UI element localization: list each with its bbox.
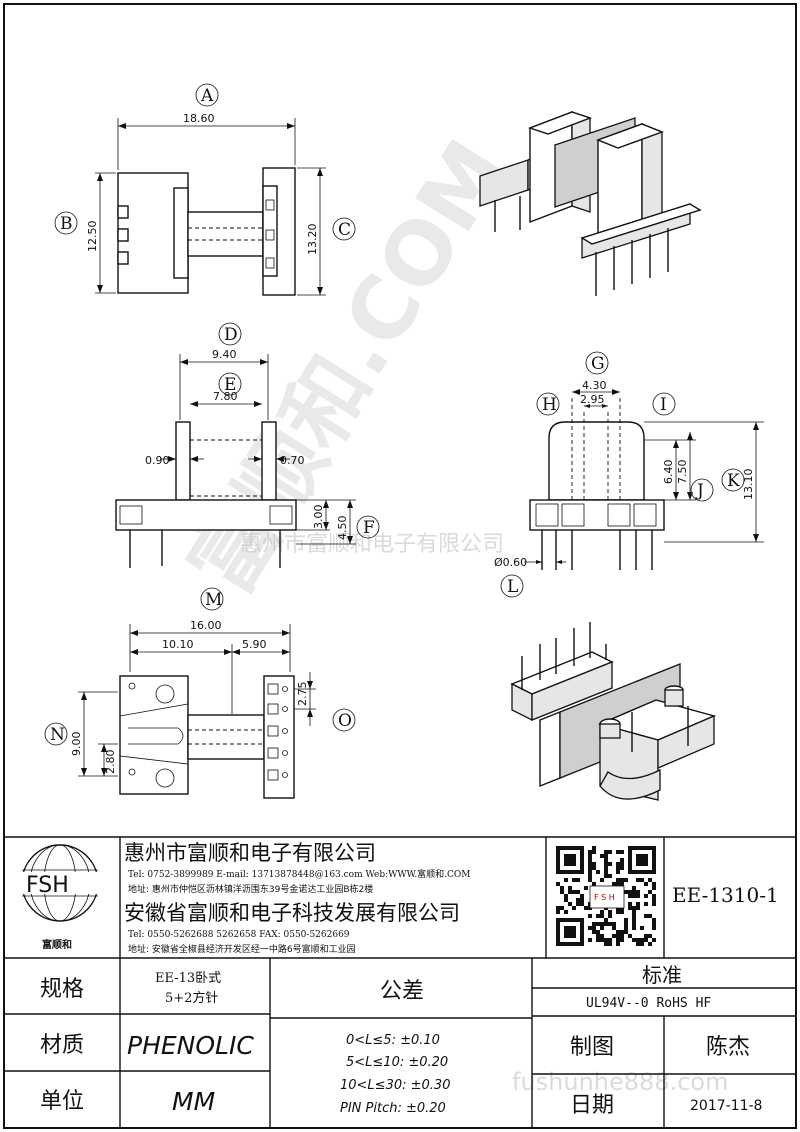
spec-line-2: 5+2方针 — [165, 990, 218, 1006]
material-label: 材质 — [40, 1033, 84, 1058]
dim-j-value: 6.40 — [662, 460, 675, 485]
unit-value: MM — [172, 1087, 215, 1116]
tolerance-4: PIN Pitch: ±0.20 — [340, 1101, 446, 1116]
logo-caption: 富顺和 — [42, 938, 72, 951]
label-h: H — [542, 395, 557, 415]
dim-n-value: 9.00 — [70, 732, 83, 757]
label-i: I — [660, 395, 667, 415]
dim-k-value: 13.10 — [742, 469, 755, 501]
label-o: O — [338, 711, 352, 731]
watermark-url: fushunhe888.com — [512, 1068, 728, 1096]
drawn-value: 陈杰 — [706, 1035, 750, 1060]
label-m: M — [205, 590, 222, 610]
dim-b-value: 12.50 — [86, 221, 99, 253]
title-block: FSH 富顺和 惠州市富顺和电子有限公司 Tel: 0752-3899989 E… — [4, 836, 796, 1128]
tolerance-1: 0<L≤5: ±0.10 — [346, 1033, 440, 1048]
dim-n2-value: 2.80 — [104, 750, 117, 775]
dim-left-wall: 0.90 — [145, 454, 170, 467]
tolerance-label: 公差 — [380, 979, 424, 1004]
front-view: 9.40 D 7.80 E 0.90 0.70 3.00 4.50 F — [115, 322, 380, 568]
iso-view-top — [479, 110, 702, 296]
label-j: J — [695, 481, 704, 501]
address-line-2: 地址: 安徽省全椒县经济开发区经一中路6号富顺和工业园 — [128, 943, 356, 955]
address-line-1: 地址: 惠州市仲恺区沥林镇洋沥围东39号金诺达工业园B栋2楼 — [128, 883, 373, 895]
company-name-2: 安徽省富顺和电子科技发展有限公司 — [124, 901, 460, 925]
iso-view-bottom — [510, 622, 717, 801]
spec-label: 规格 — [40, 977, 84, 1002]
dim-g2-value: 2.95 — [580, 393, 605, 406]
label-k: K — [727, 471, 740, 491]
company-logo: FSH 富顺和 — [14, 844, 106, 951]
standard-value: UL94V--0 RoHS HF — [586, 996, 711, 1011]
material-value: PHENOLIC — [127, 1031, 254, 1060]
drawn-label: 制图 — [570, 1035, 614, 1060]
dim-d-value: 9.40 — [212, 348, 237, 361]
dim-m2-value: 5.90 — [242, 638, 267, 651]
contact-line-1: Tel: 0752-3899989 E-mail: 13713878448@16… — [128, 868, 471, 880]
label-d: D — [224, 325, 238, 345]
side-view: 4.30 2.95 G H I 6.40 7.50 J 13.10 K — [494, 351, 764, 598]
dim-o-value: 2.75 — [296, 682, 309, 707]
top-view: 18.60 A 12.50 B 13.20 C — [54, 83, 356, 296]
label-l: L — [507, 577, 518, 597]
dim-l-value: Ø0.60 — [494, 556, 527, 569]
date-label: 日期 — [570, 1093, 614, 1118]
watermark-company: 惠州市富顺和电子有限公司 — [240, 532, 504, 557]
dim-m-value: 16.00 — [190, 619, 222, 632]
part-number: EE-1310-1 — [672, 883, 779, 907]
bottom-view: 16.00 M 10.10 5.90 9.00 N 2.80 2.75 O — [44, 587, 356, 799]
tolerance-2: 5<L≤10: ±0.20 — [346, 1055, 448, 1070]
qr-caption: F S H — [594, 893, 615, 902]
dim-j2-value: 7.50 — [676, 460, 689, 485]
dim-e-value: 7.80 — [213, 390, 238, 403]
contact-line-2: Tel: 0550-5262688 5262658 FAX: 0550-5262… — [128, 930, 350, 940]
standard-label: 标准 — [642, 963, 682, 987]
company-name-1: 惠州市富顺和电子有限公司 — [124, 841, 376, 865]
unit-label: 单位 — [40, 1089, 84, 1114]
dim-right-wall: 0.70 — [280, 454, 305, 467]
date-value: 2017-11-8 — [690, 1098, 762, 1114]
label-n: N — [50, 725, 65, 745]
tolerance-3: 10<L≤30: ±0.30 — [340, 1078, 450, 1093]
dim-f2-value: 4.50 — [336, 516, 349, 541]
dim-m1-value: 10.10 — [162, 638, 194, 651]
dim-a-value: 18.60 — [183, 112, 215, 125]
label-e: E — [224, 375, 236, 395]
label-f: F — [363, 518, 375, 538]
logo-text: FSH — [26, 873, 69, 898]
label-a: A — [200, 86, 214, 106]
label-c: C — [338, 220, 351, 240]
dim-c-value: 13.20 — [306, 224, 319, 256]
dim-f1-value: 3.00 — [312, 505, 325, 530]
dim-g1-value: 4.30 — [582, 379, 607, 392]
spec-line-1: EE-13卧式 — [155, 971, 221, 986]
label-g: G — [591, 354, 605, 374]
label-b: B — [60, 214, 73, 234]
